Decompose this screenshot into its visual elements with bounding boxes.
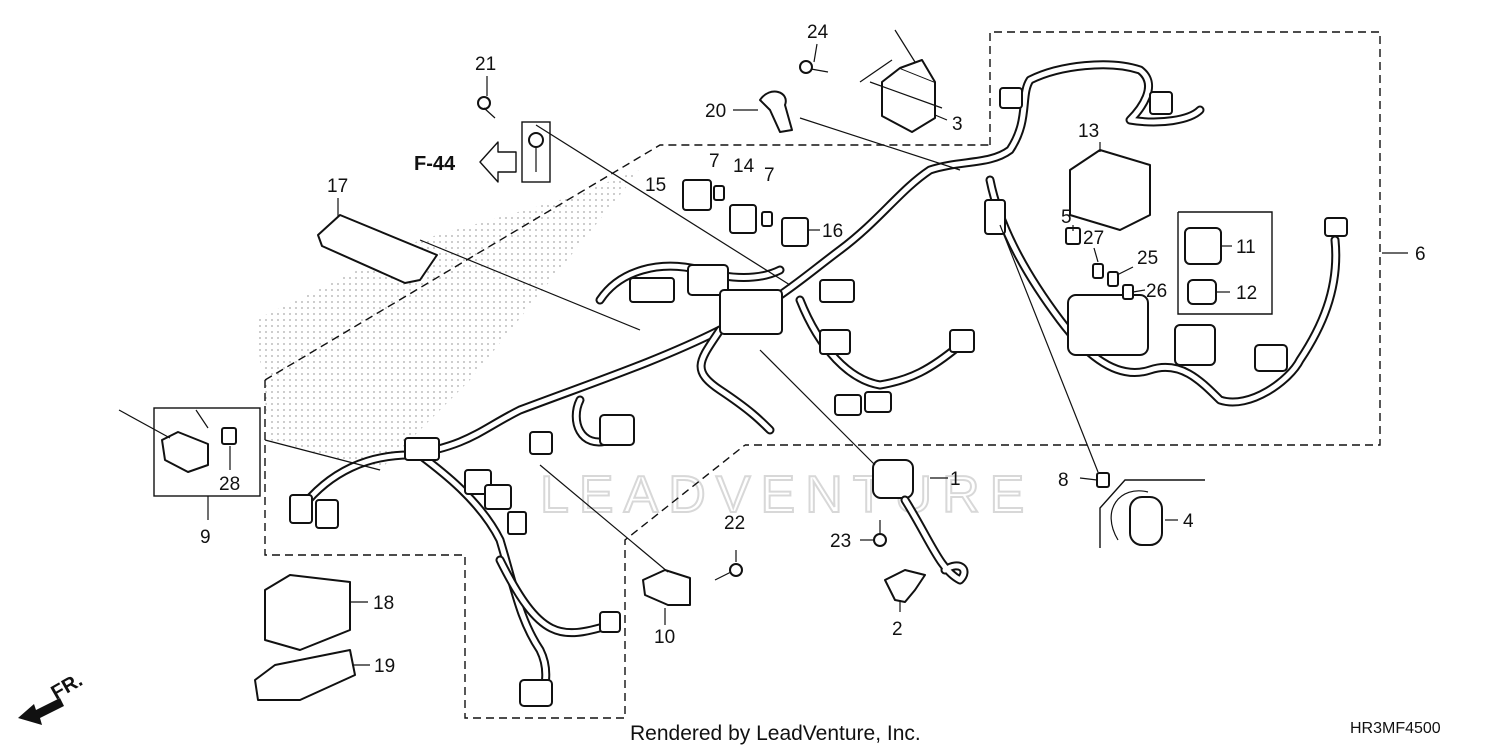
callout-7a: 7 bbox=[709, 151, 720, 172]
callout-28: 28 bbox=[219, 474, 240, 495]
harness-connectors bbox=[289, 87, 1348, 707]
fuse-27 bbox=[1092, 263, 1104, 279]
callout-18: 18 bbox=[373, 593, 394, 614]
callout-19: 19 bbox=[374, 656, 395, 677]
callout-20: 20 bbox=[705, 101, 726, 122]
callout-15: 15 bbox=[645, 175, 666, 196]
callout-22: 22 bbox=[724, 513, 745, 534]
callout-24: 24 bbox=[807, 22, 829, 43]
relay-16 bbox=[781, 217, 809, 247]
main-wire-harness bbox=[295, 60, 1341, 705]
callout-27: 27 bbox=[1083, 228, 1104, 249]
callout-17: 17 bbox=[327, 176, 348, 197]
spark-plug-cap bbox=[884, 569, 926, 603]
watermark: LEADVENTURE bbox=[540, 466, 1034, 524]
callout-labels: 1 2 3 4 5 6 7 7 8 9 10 11 12 13 14 15 16… bbox=[200, 22, 1426, 677]
callout-6: 6 bbox=[1415, 244, 1426, 265]
group-outline-upper bbox=[264, 144, 990, 381]
fuse-group-box bbox=[1177, 211, 1273, 315]
condenser-group-box bbox=[1099, 479, 1205, 548]
switch-group-box bbox=[153, 407, 261, 497]
callout-13: 13 bbox=[1078, 121, 1099, 142]
fuse-box-cover bbox=[1069, 149, 1151, 231]
callout-25: 25 bbox=[1137, 248, 1158, 269]
bolt-24 bbox=[799, 60, 829, 74]
leader-lines bbox=[118, 29, 1408, 666]
drawing-code: HR3MF4500 bbox=[1350, 720, 1441, 737]
callout-11: 11 bbox=[1236, 237, 1256, 258]
relay-15 bbox=[682, 179, 712, 211]
callout-9: 9 bbox=[200, 527, 211, 548]
control-module bbox=[881, 59, 936, 133]
relay-7a bbox=[713, 185, 725, 201]
condenser bbox=[1110, 490, 1163, 546]
callout-21: 21 bbox=[475, 54, 496, 75]
callout-23: 23 bbox=[830, 531, 851, 552]
fuse-25 bbox=[1107, 271, 1119, 287]
callout-4: 4 bbox=[1183, 511, 1194, 532]
callout-26: 26 bbox=[1146, 281, 1167, 302]
cap-12 bbox=[1187, 279, 1217, 305]
reference-label: F-44 bbox=[414, 153, 456, 175]
module-18 bbox=[264, 574, 351, 651]
bolt-22 bbox=[714, 563, 743, 581]
clamp-20 bbox=[759, 90, 793, 133]
group-outline-main bbox=[264, 380, 746, 719]
callout-2: 2 bbox=[892, 619, 903, 640]
callout-7b: 7 bbox=[764, 165, 775, 186]
switch-9 bbox=[161, 431, 209, 473]
callout-16: 16 bbox=[822, 221, 843, 242]
callout-12: 12 bbox=[1236, 283, 1257, 304]
callout-10: 10 bbox=[654, 627, 675, 648]
frame-shading bbox=[255, 170, 640, 470]
front-arrow-label: FR. bbox=[48, 669, 87, 704]
callout-1: 1 bbox=[950, 469, 961, 490]
clip-28 bbox=[221, 427, 237, 445]
sensor-10 bbox=[642, 569, 691, 606]
front-arrow: FR. bbox=[18, 669, 86, 725]
rendered-by-credit: Rendered by LeadVenture, Inc. bbox=[630, 722, 921, 745]
case-19 bbox=[254, 649, 356, 701]
cover-17 bbox=[317, 214, 438, 284]
ground-terminal bbox=[521, 121, 551, 183]
callout-14: 14 bbox=[733, 156, 755, 177]
callout-5: 5 bbox=[1061, 207, 1072, 228]
reference-arrow: F-44 bbox=[414, 141, 517, 183]
bolt-21 bbox=[477, 96, 496, 119]
ignition-coil bbox=[872, 459, 969, 585]
fuse-26 bbox=[1122, 284, 1134, 300]
callout-3: 3 bbox=[952, 114, 963, 135]
fuse-8 bbox=[1096, 472, 1110, 488]
callout-8: 8 bbox=[1058, 470, 1069, 491]
relay-11 bbox=[1184, 227, 1222, 265]
relay-7b bbox=[761, 211, 773, 227]
relay-14 bbox=[729, 204, 757, 234]
